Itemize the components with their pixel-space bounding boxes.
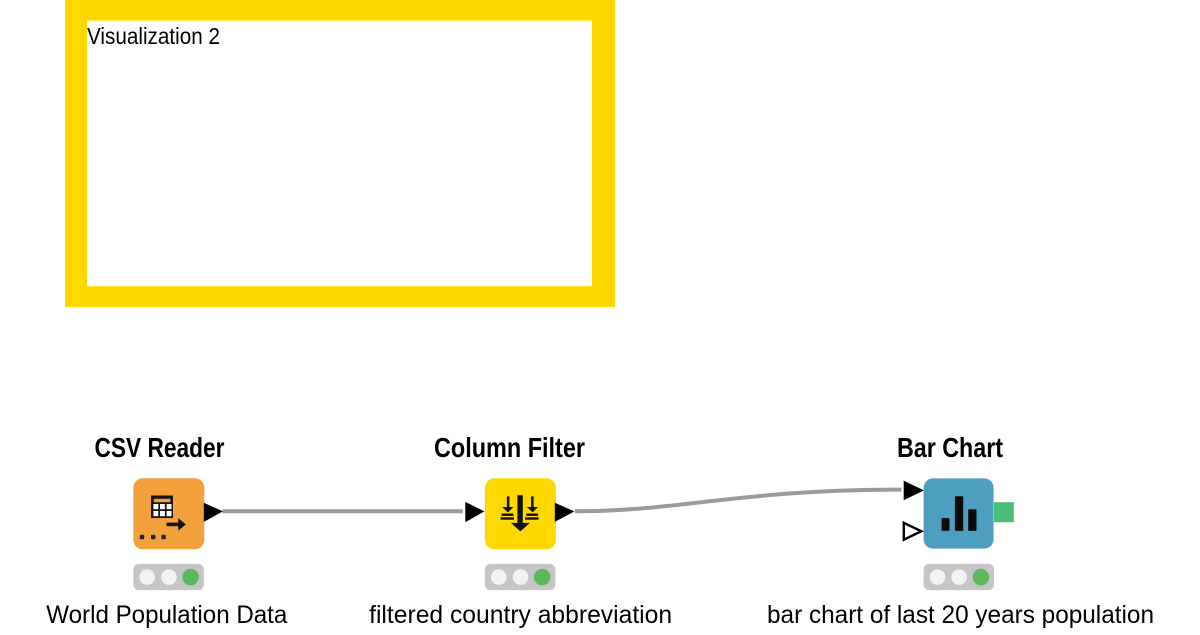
svg-text:Visualization 2: Visualization 2 xyxy=(87,23,220,49)
svg-text:Column Filter: Column Filter xyxy=(434,432,585,463)
svg-text:World Population Data: World Population Data xyxy=(46,601,288,629)
svg-text:filtered country abbreviation: filtered country abbreviation xyxy=(369,601,672,629)
svg-text:Bar Chart: Bar Chart xyxy=(897,432,1003,463)
svg-text:CSV Reader: CSV Reader xyxy=(95,432,225,463)
svg-text:bar chart of last 20 years pop: bar chart of last 20 years population xyxy=(767,601,1154,629)
